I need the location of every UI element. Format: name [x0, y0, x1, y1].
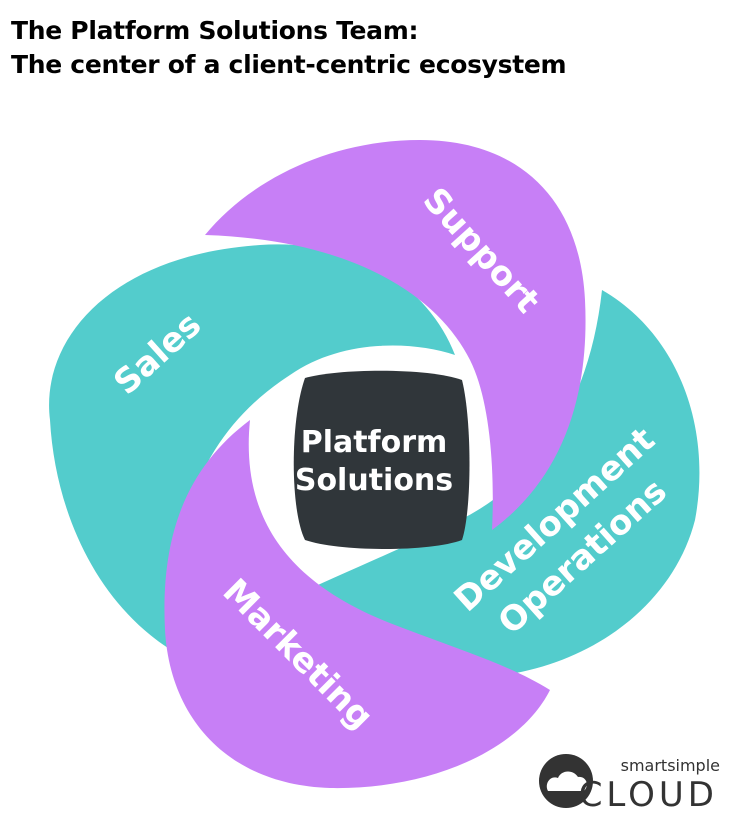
sales-petal	[49, 244, 455, 648]
title-line-2: The center of a client-centric ecosystem	[11, 50, 567, 79]
devops-petal	[285, 290, 700, 679]
center-square	[293, 370, 470, 549]
page-title: The Platform Solutions Team: The center …	[11, 14, 567, 82]
cloud-icon	[539, 754, 593, 808]
title-line-1: The Platform Solutions Team:	[11, 16, 419, 45]
logo-wordmark-big: CLOUD	[579, 775, 718, 815]
support-petal	[205, 140, 586, 530]
center-label-line-1: Platform	[301, 425, 448, 460]
marketing-petal	[164, 420, 550, 789]
center-label-line-2: Solutions	[295, 463, 453, 498]
smartsimple-cloud-logo: smartsimple CLOUD	[539, 754, 720, 815]
logo-wordmark-small: smartsimple	[621, 756, 720, 775]
